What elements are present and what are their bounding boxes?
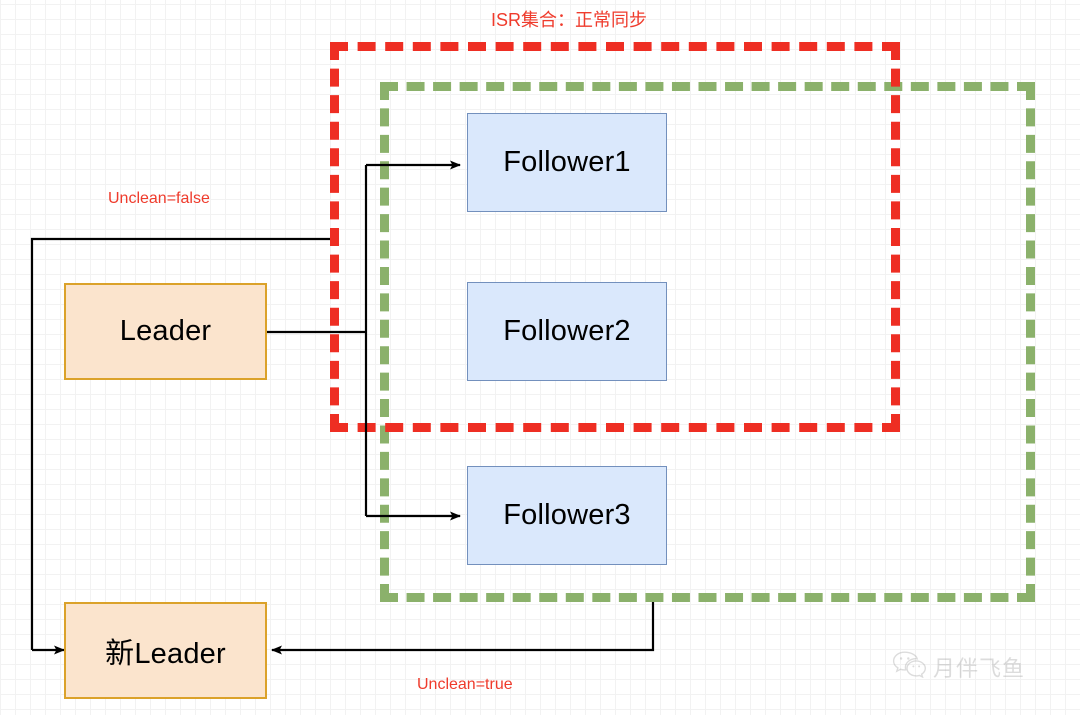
node-follower1[interactable]: Follower1 bbox=[467, 113, 667, 212]
node-follower1-label: Follower1 bbox=[503, 146, 631, 178]
node-follower3[interactable]: Follower3 bbox=[467, 466, 667, 565]
node-new-leader-label: 新Leader bbox=[105, 637, 226, 670]
wechat-icon bbox=[892, 650, 927, 683]
replica-set-group-green bbox=[380, 82, 1035, 602]
node-new-leader[interactable]: 新Leader bbox=[64, 602, 267, 699]
label-unclean-true: Unclean=true bbox=[417, 676, 513, 693]
isr-set-group-red bbox=[330, 42, 900, 432]
watermark: 月伴飞鱼 bbox=[892, 650, 1025, 683]
node-leader-label: Leader bbox=[119, 315, 212, 347]
isr-group-title: ISR集合：正常同步 bbox=[491, 10, 648, 30]
watermark-text: 月伴飞鱼 bbox=[933, 655, 1026, 681]
node-follower2-label: Follower2 bbox=[503, 315, 631, 347]
node-follower3-label: Follower3 bbox=[503, 499, 631, 531]
label-unclean-false: Unclean=false bbox=[108, 190, 210, 207]
node-leader[interactable]: Leader bbox=[64, 283, 267, 380]
edge-unclean-true-to-new-leader bbox=[271, 602, 655, 655]
node-follower2[interactable]: Follower2 bbox=[467, 282, 667, 381]
